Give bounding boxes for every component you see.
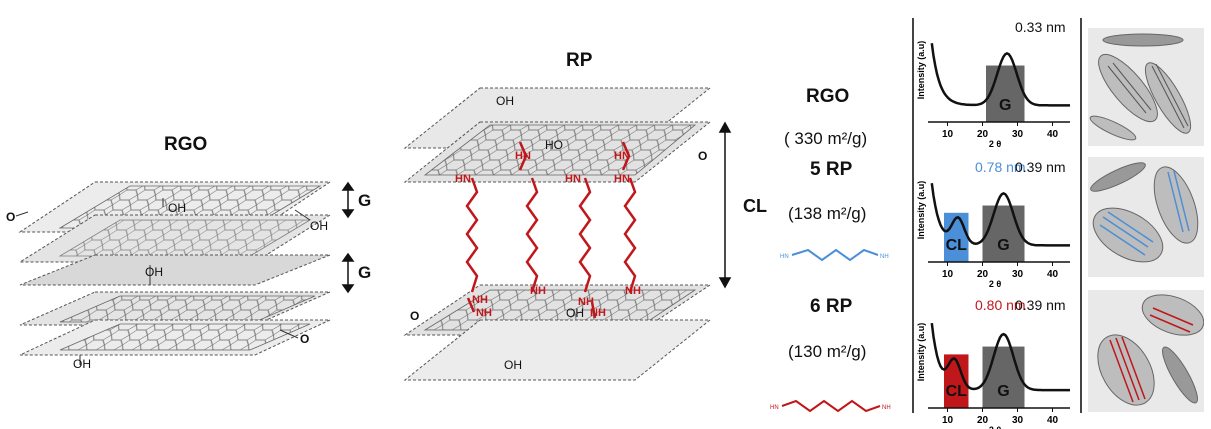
linker-end-label: NH [882,405,891,411]
cl-label: CL [743,196,767,216]
xrd-region-g [982,205,1025,262]
xrd-tick-label: 30 [1012,129,1024,140]
xrd-tick-label: 20 [977,129,989,140]
cl-spacing-arrow [718,121,732,289]
xrd-tick-label: 20 [977,269,989,280]
g-spacing-arrow [341,181,355,219]
xrd-x-axis-label: 2 θ [989,425,1002,429]
amine-label: NH [530,285,546,297]
xrd-curve [930,43,1070,107]
sample-name: 5 RP [810,159,853,180]
hydroxyl-label: OH [168,201,186,215]
oxygen-label: O [300,332,310,346]
morphology-panel-6rp [1088,290,1205,412]
rp-panel-title: RP [566,50,593,71]
diamine-linker [465,141,637,319]
hydroxyl-label: OH [73,357,91,371]
xrd-y-axis-label: Intensity (a.u) [916,181,926,240]
xrd-region-label: G [997,237,1009,254]
morphology-panel-5rp [1088,157,1204,277]
xrd-tick-label: 10 [942,269,954,280]
surface-area: ( 330 m²/g) [784,129,868,148]
linker-6rp-glyph: HN NH [770,399,891,413]
xrd-d-spacing: 0.80 nm [975,297,1026,313]
amine-label: HN [565,173,581,185]
xrd-charts: G 10 20 30 40 2 θ Intensity (a.u) 0.33 nm CL G 10 2… [916,19,1070,429]
gap-g-label: G [358,263,372,282]
rgo-panel-title: RGO [164,134,208,155]
xrd-tick-label: 40 [1047,269,1059,280]
rgo-sheet-stack [15,181,355,365]
amine-label: HN [455,173,471,185]
xrd-region-label: CL [946,237,968,254]
hydroxyl-label: OH [504,358,522,372]
sample-name: RGO [806,86,850,107]
hydroxyl-label: OH [566,306,584,320]
morphology-panel-rgo [1088,28,1204,146]
hydroxyl-label: OH [310,219,328,233]
gap-g-label: G [358,191,372,210]
amine-label: NH [625,285,641,297]
xrd-region-cl [944,212,969,262]
rp-pillared-structure [403,87,732,381]
xrd-region-g [982,346,1025,408]
oxygen-label: O [698,149,708,163]
surface-area: (130 m²/g) [788,342,867,361]
xrd-region-label: CL [946,383,968,400]
hydroxyl-label: HO [545,138,563,152]
xrd-d-spacing: 0.33 nm [1015,19,1066,35]
xrd-tick-label: 30 [1012,415,1024,426]
sample-name: 6 RP [810,296,853,317]
panel-divider [1080,18,1082,413]
linker-end-label: HN [780,254,789,260]
rp-sheet [403,319,712,381]
amine-label: NH [590,307,606,319]
hydroxyl-label: OH [145,265,163,279]
xrd-region-label: G [997,383,1009,400]
xrd-y-axis-label: Intensity (a.u) [916,41,926,100]
xrd-x-axis-label: 2 θ [989,139,1002,149]
amine-label: NH [476,307,492,319]
xrd-region-label: G [999,97,1011,114]
xrd-d-spacing: 0.78 nm [975,159,1026,175]
oxygen-label: O [410,309,420,323]
linker-end-label: NH [880,254,889,260]
amine-label: HN [515,150,531,162]
amine-label: NH [578,296,594,308]
xrd-tick-label: 10 [942,415,954,426]
graphene-lattice [59,323,311,351]
amine-label: HN [614,173,630,185]
xrd-tick-label: 20 [977,415,989,426]
xrd-curve [930,183,1070,247]
linker-5rp-glyph: HN NH [780,248,889,262]
xrd-tick-label: 10 [942,129,954,140]
amine-label: NH [472,294,488,306]
xrd-curve [930,322,1070,392]
xrd-x-axis-label: 2 θ [989,279,1002,289]
linker-end-label: HN [770,405,779,411]
amine-label: HN [614,150,630,162]
xrd-tick-label: 40 [1047,415,1059,426]
g-spacing-arrow [341,252,355,294]
oxygen-label: O [6,210,16,224]
panel-divider [912,18,914,413]
rgo-sheet [19,254,331,286]
surface-area: (138 m²/g) [788,204,867,223]
xrd-y-axis-label: Intensity (a.u) [916,323,926,382]
hydroxyl-label: OH [496,94,514,108]
xrd-d-spacing: 0.39 nm [1015,159,1066,175]
xrd-tick-label: 30 [1012,269,1024,280]
xrd-tick-label: 40 [1047,129,1059,140]
xrd-d-spacing: 0.39 nm [1015,297,1066,313]
